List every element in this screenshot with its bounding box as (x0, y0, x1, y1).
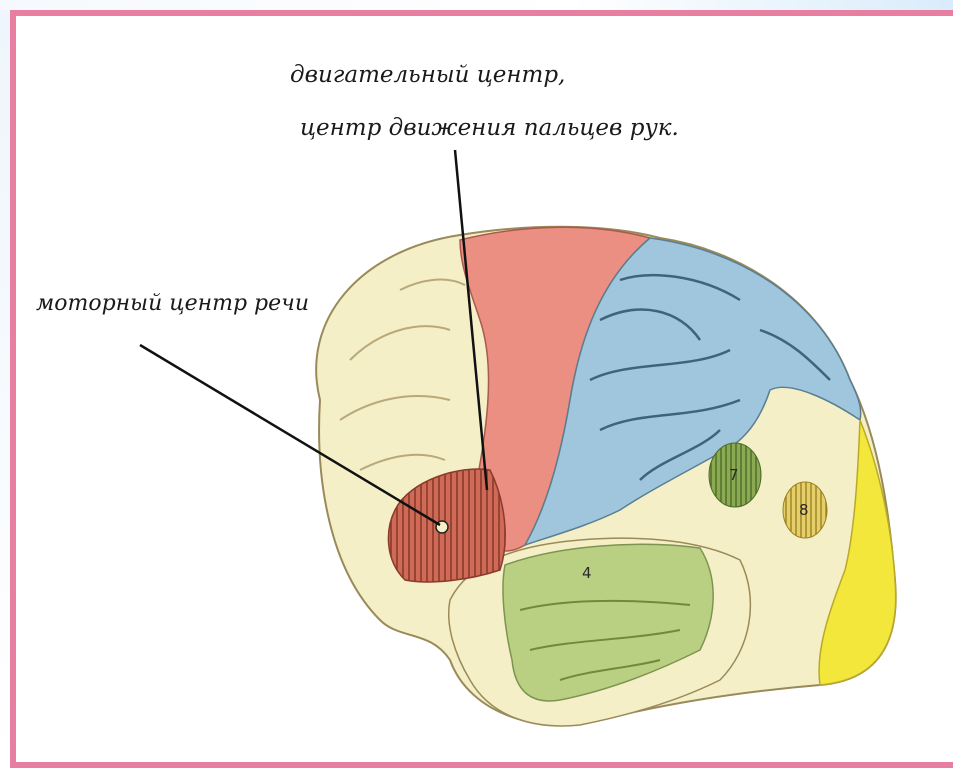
motor-center-label-line1: двигательный центр, (290, 62, 565, 88)
zone-4-number: 4 (582, 564, 592, 582)
motor-center-label-line2: центр движения пальцев рук. (300, 115, 679, 141)
speech-center-label: моторный центр речи (36, 291, 309, 316)
zone-8-number: 8 (799, 501, 809, 519)
zone-7-number: 7 (729, 466, 739, 484)
